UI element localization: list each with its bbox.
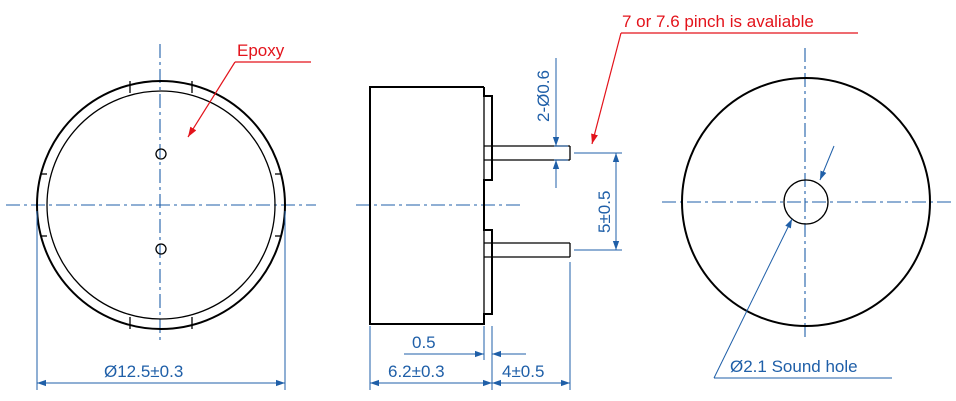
sound-hole-circle xyxy=(783,179,829,225)
front-outer-circle xyxy=(36,80,286,330)
pin-spacing-label: 5±0.5 xyxy=(595,191,614,233)
side-body-outline xyxy=(369,86,493,325)
sound-hole-arrow-top xyxy=(819,145,835,181)
pinch-note-arrow xyxy=(591,32,622,145)
sound-hole-leader xyxy=(713,218,793,379)
side-pins xyxy=(484,145,571,258)
body-height-label: 6.2±0.3 xyxy=(388,362,445,381)
pin-length-label: 4±0.5 xyxy=(502,362,544,381)
back-view: Ø2.1 Sound hole xyxy=(662,48,952,379)
front-view: Epoxy Ø12.5±0.3 xyxy=(6,41,316,390)
front-rim-notches xyxy=(41,81,281,329)
side-view: 2-Ø0.6 5±0.5 7 or 7.6 pinch is avaliable… xyxy=(356,12,858,390)
body-diameter-label: Ø12.5±0.3 xyxy=(104,362,183,381)
pinch-note-label: 7 or 7.6 pinch is avaliable xyxy=(622,12,814,31)
pin-hole-top xyxy=(155,148,167,160)
pin-hole-bottom xyxy=(155,243,167,255)
epoxy-arrow xyxy=(187,61,236,138)
front-inner-circle xyxy=(46,90,276,320)
pin-diameter-label: 2-Ø0.6 xyxy=(534,70,553,122)
back-outer-circle xyxy=(681,77,931,327)
flange-label: 0.5 xyxy=(412,333,436,352)
epoxy-label: Epoxy xyxy=(237,41,285,60)
sound-hole-label: Ø2.1 Sound hole xyxy=(730,357,858,376)
